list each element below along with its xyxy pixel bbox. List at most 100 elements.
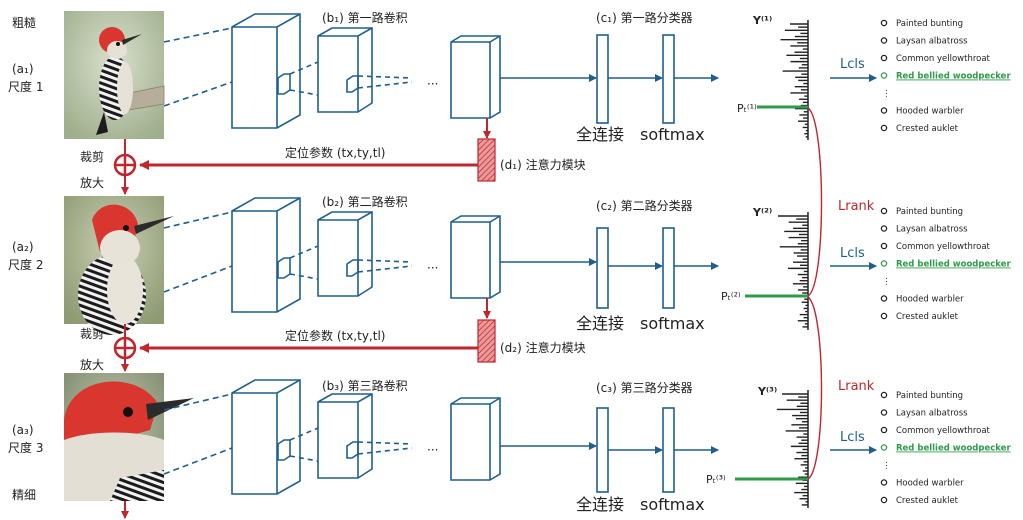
class-bullet xyxy=(880,260,888,267)
conv-kernel xyxy=(277,439,291,461)
class-item: Common yellowthroat xyxy=(896,426,991,436)
scale-name-3: 尺度 3 xyxy=(8,440,43,455)
fc-layer-1 xyxy=(596,34,609,124)
softmax-layer-1 xyxy=(662,34,675,124)
rank-bracket-1 xyxy=(807,107,823,297)
class-item: Crested auklet xyxy=(896,312,959,322)
cls-loss-label-2: Lcls xyxy=(840,246,865,261)
conv-block-final xyxy=(450,397,501,481)
conv-kernel xyxy=(346,259,359,277)
localization-params-2: 定位参数 (tx,ty,tl) xyxy=(285,328,385,343)
class-item: Hooded warbler xyxy=(896,295,964,305)
rank-loss-label-1: Lrank xyxy=(838,199,875,214)
scale-name-2: 尺度 2 xyxy=(8,257,43,272)
class-item: Laysan albatross xyxy=(896,409,968,419)
conv-kernel xyxy=(277,73,291,95)
conv-kernel xyxy=(277,257,291,279)
ellipsis: ··· xyxy=(427,443,438,457)
ellipsis: ··· xyxy=(427,261,438,275)
softmax-label-3: softmax xyxy=(640,495,705,514)
probability-histogram-1 xyxy=(780,20,809,140)
class-item: Laysan albatross xyxy=(896,37,968,47)
projection-line xyxy=(163,81,233,107)
softmax-label-1: softmax xyxy=(640,125,705,144)
fine-label: 精细 xyxy=(12,488,36,502)
zoom-label-1: 放大 xyxy=(80,175,104,190)
conv-block-large xyxy=(231,379,301,495)
conv-title-2: (b₂) 第二路卷积 xyxy=(322,194,408,209)
class-bullet xyxy=(880,496,888,504)
fc-label-3: 全连接 xyxy=(576,495,624,514)
class-bullet xyxy=(880,479,888,486)
rank-bracket-2 xyxy=(807,296,823,480)
rank-loss-label-2: Lrank xyxy=(838,379,875,394)
ellipsis: ··· xyxy=(427,77,438,91)
pt-label-2: Pₜ⁽²⁾ xyxy=(721,290,741,303)
bird-image-scale-1 xyxy=(64,11,165,139)
conv-branch-2: ··· (b₂) 第二路卷积 xyxy=(163,194,501,313)
bird-image-scale-3 xyxy=(64,373,194,501)
class-item: Crested auklet xyxy=(896,124,959,134)
conv-title-3: (b₃) 第三路卷积 xyxy=(322,378,408,393)
classifier-title-2: (c₂) 第二路分类器 xyxy=(596,198,693,213)
conv-block-large xyxy=(231,197,301,313)
class-bullet xyxy=(880,37,888,44)
class-bullet xyxy=(880,124,888,132)
conv-block-medium xyxy=(317,393,373,479)
class-item: Hooded warbler xyxy=(896,479,964,489)
class-bullet xyxy=(880,225,888,232)
softmax-layer-2 xyxy=(662,227,675,309)
class-item: ⋮ xyxy=(882,89,891,99)
scale-label-3: (a₃) xyxy=(12,423,34,437)
class-bullet xyxy=(880,312,888,320)
zoom-label-2: 放大 xyxy=(80,357,104,372)
class-item: Common yellowthroat xyxy=(896,54,991,64)
pt-label-1: Pₜ⁽¹⁾ xyxy=(737,102,757,115)
fc-layer-3 xyxy=(596,407,609,493)
scale-label-2: (a₂) xyxy=(12,240,34,254)
softmax-label-2: softmax xyxy=(640,314,705,333)
conv-block-medium xyxy=(317,211,373,297)
attention-module-1 xyxy=(477,138,496,182)
y-label-2: Y⁽²⁾ xyxy=(752,206,772,219)
conv-block-final xyxy=(450,215,501,299)
class-bullet xyxy=(880,409,888,416)
projection-line xyxy=(163,27,233,43)
class-bullet xyxy=(880,207,888,215)
conv-kernel xyxy=(346,75,359,93)
class-item: Laysan albatross xyxy=(896,225,968,235)
crop-zoom-operator-2 xyxy=(113,324,137,372)
conv-block-medium xyxy=(317,27,373,113)
class-bullet xyxy=(880,391,888,399)
class-bullet xyxy=(880,295,888,302)
scale-name-1: 尺度 1 xyxy=(8,79,43,94)
bird-image-scale-2 xyxy=(64,196,174,335)
class-item: Crested auklet xyxy=(896,496,959,506)
scale-label-1: (a₁) xyxy=(12,62,34,76)
classifier-title-1: (c₁) 第一路分类器 xyxy=(596,10,693,25)
conv-block-large xyxy=(231,13,301,129)
attention-label-1: (d₁) 注意力模块 xyxy=(500,157,586,172)
attention-module-2 xyxy=(477,319,496,363)
probability-histogram-3 xyxy=(776,390,809,508)
attention-label-2: (d₂) 注意力模块 xyxy=(500,340,586,355)
class-bullet xyxy=(880,242,888,250)
cls-loss-label-1: Lcls xyxy=(840,57,865,72)
class-bullet xyxy=(880,107,888,114)
class-item-target: Red bellied woodpecker xyxy=(896,260,1011,270)
class-item-target: Red bellied woodpecker xyxy=(896,444,1011,454)
class-bullet xyxy=(880,19,888,27)
class-item-target: Red bellied woodpecker xyxy=(896,72,1011,82)
class-bullet xyxy=(880,72,888,79)
conv-title-1: (b₁) 第一路卷积 xyxy=(322,10,408,25)
conv-branch-1: ··· (b₁) 第一路卷积 xyxy=(163,10,501,129)
class-item: Hooded warbler xyxy=(896,107,964,117)
coarse-label: 粗糙 xyxy=(12,16,36,30)
localization-params-1: 定位参数 (tx,ty,tl) xyxy=(285,145,385,160)
conv-block-final xyxy=(450,35,501,119)
class-bullet xyxy=(880,54,888,62)
